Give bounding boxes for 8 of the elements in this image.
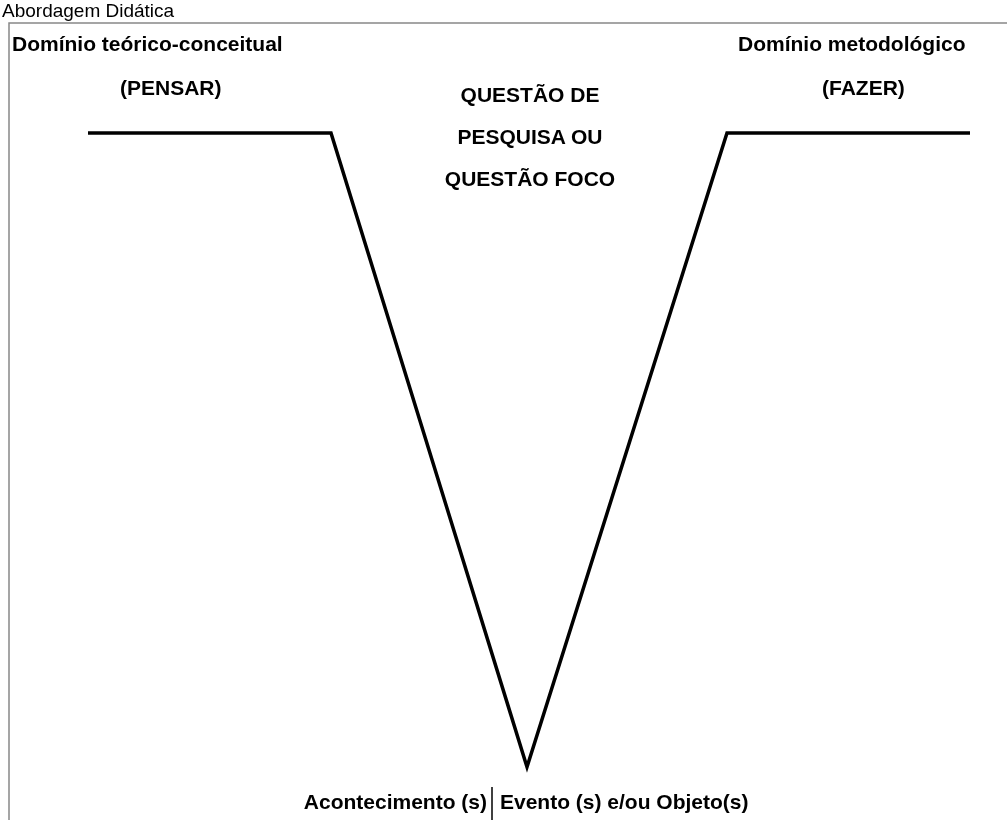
domain-subheading: (PENSAR) bbox=[120, 76, 222, 100]
question-text: QUESTÃO DE PESQUISA OU QUESTÃO FOCO bbox=[443, 82, 617, 192]
event-label: Acontecimento (s) bbox=[303, 790, 487, 814]
domain-heading: Domínio metodológico bbox=[738, 32, 966, 56]
domain-subheading: (FAZER) bbox=[822, 76, 905, 100]
domain-heading: Domínio teórico-conceitual bbox=[12, 32, 283, 56]
title: Abordagem Didática bbox=[2, 0, 175, 22]
event-label: Evento (s) e/ou Objeto(s) bbox=[500, 790, 749, 814]
